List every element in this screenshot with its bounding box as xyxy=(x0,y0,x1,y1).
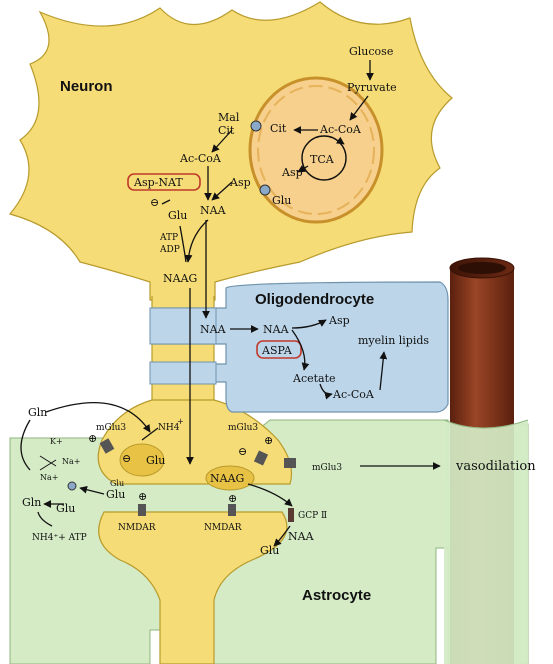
neuron-title: Neuron xyxy=(60,78,113,95)
oligo-naa-left: NAA xyxy=(200,323,227,336)
gln-top-label: Gln xyxy=(28,406,47,419)
mal-label: Mal xyxy=(218,111,240,124)
tca-label: TCA xyxy=(310,153,335,166)
glu-astro-label: Glu xyxy=(56,502,75,515)
astrocyte-title: Astrocyte xyxy=(302,587,371,604)
nh4-neuron-label: NH4 xyxy=(158,423,180,433)
mglu3-mid-receptor: mGlu3 ⊖ ⊕ xyxy=(228,423,273,466)
glu-cleft-small-label: Glu xyxy=(110,479,124,488)
nh4-superscript: + xyxy=(177,417,184,426)
na-plus-label-2: Na+ xyxy=(40,473,58,482)
pyruvate-label: Pyruvate xyxy=(347,81,397,94)
asp-label: Asp xyxy=(229,176,251,189)
gcp2-enzyme xyxy=(288,508,294,522)
k-plus-label: K+ xyxy=(50,437,63,446)
minus-sign-left: ⊖ xyxy=(122,452,131,465)
oligodendrocyte-cell xyxy=(151,281,449,413)
glu-label: Glu xyxy=(168,209,187,222)
minus-sign-mid: ⊖ xyxy=(238,445,247,458)
oligo-ac-coa: Ac-CoA xyxy=(332,388,375,401)
mito-glu-label: Glu xyxy=(272,194,291,207)
nmdar-left-receptor xyxy=(138,504,146,516)
naag-vesicle-label: NAAG xyxy=(210,472,244,485)
nmdar-left-label: NMDAR xyxy=(118,523,156,533)
oligo-naa-right: NAA xyxy=(263,323,290,336)
mito-asp-label: Asp xyxy=(281,166,303,179)
glu-asp-transporter xyxy=(259,184,271,196)
glu-cleft-label: Glu xyxy=(106,488,125,501)
naa-label: NAA xyxy=(200,204,227,217)
glu-vesicle-label: Glu xyxy=(146,454,165,467)
mglu3-right-receptor: mGlu3 xyxy=(284,458,342,473)
nmdar-right-label: NMDAR xyxy=(204,523,242,533)
adp-label: ADP xyxy=(159,245,180,255)
glu-vesicle xyxy=(119,443,165,477)
plus-sign-mid: ⊕ xyxy=(264,434,273,447)
glucose-label: Glucose xyxy=(349,45,393,58)
naag-vesicle xyxy=(205,465,255,491)
gcp2-label: GCP Ⅱ xyxy=(298,511,327,521)
blood-vessel xyxy=(443,257,529,664)
glu-transporter xyxy=(67,481,77,491)
mglu3-right-label: mGlu3 xyxy=(312,463,342,473)
aspa-box xyxy=(256,340,302,359)
mglu3-left-label: mGlu3 xyxy=(96,423,126,433)
asp-nat-label: Asp-NAT xyxy=(133,176,183,189)
tca-cycle xyxy=(301,135,347,181)
gln-astro-label: Gln xyxy=(22,496,41,509)
oligo-asp: Asp xyxy=(328,314,350,327)
inhibit-sign: ⊖ xyxy=(150,196,159,209)
mglu3-mid-label: mGlu3 xyxy=(228,423,258,433)
mito-ac-coa-label: Ac-CoA xyxy=(319,123,362,136)
aspa-label: ASPA xyxy=(261,344,293,357)
myelin-wrap-lower xyxy=(149,361,217,385)
plus-sign-left: ⊕ xyxy=(88,432,97,445)
mitochondrion xyxy=(248,76,384,224)
mito-cit-label: Cit xyxy=(270,122,287,135)
naa-cleft-label: NAA xyxy=(288,530,315,543)
asp-nat-box xyxy=(127,173,201,191)
plus-sign-nmdar-right: ⊕ xyxy=(228,492,237,505)
na-plus-label-1: Na+ xyxy=(62,457,80,466)
naag-label: NAAG xyxy=(163,272,197,285)
glu-bottom-label: Glu xyxy=(260,544,279,557)
nmdar-right-receptor xyxy=(228,504,236,516)
atp-label: ATP xyxy=(159,233,178,243)
acetate-label: Acetate xyxy=(292,372,336,385)
vasodilation-label: vasodilation xyxy=(455,459,536,474)
cit-label: Cit xyxy=(218,124,235,137)
mglu3-left-receptor: mGlu3 ⊕ ⊖ xyxy=(88,423,131,465)
neuron-cell xyxy=(8,1,453,301)
plus-sign-nmdar-left: ⊕ xyxy=(138,490,147,503)
cit-transporter xyxy=(250,120,262,132)
nh4-atp-label: NH4⁺+ ATP xyxy=(32,533,87,543)
ac-coa-label: Ac-CoA xyxy=(179,152,222,165)
oligodendrocyte-title: Oligodendrocyte xyxy=(255,291,374,308)
myelin-lipids-label: myelin lipids xyxy=(358,334,429,347)
